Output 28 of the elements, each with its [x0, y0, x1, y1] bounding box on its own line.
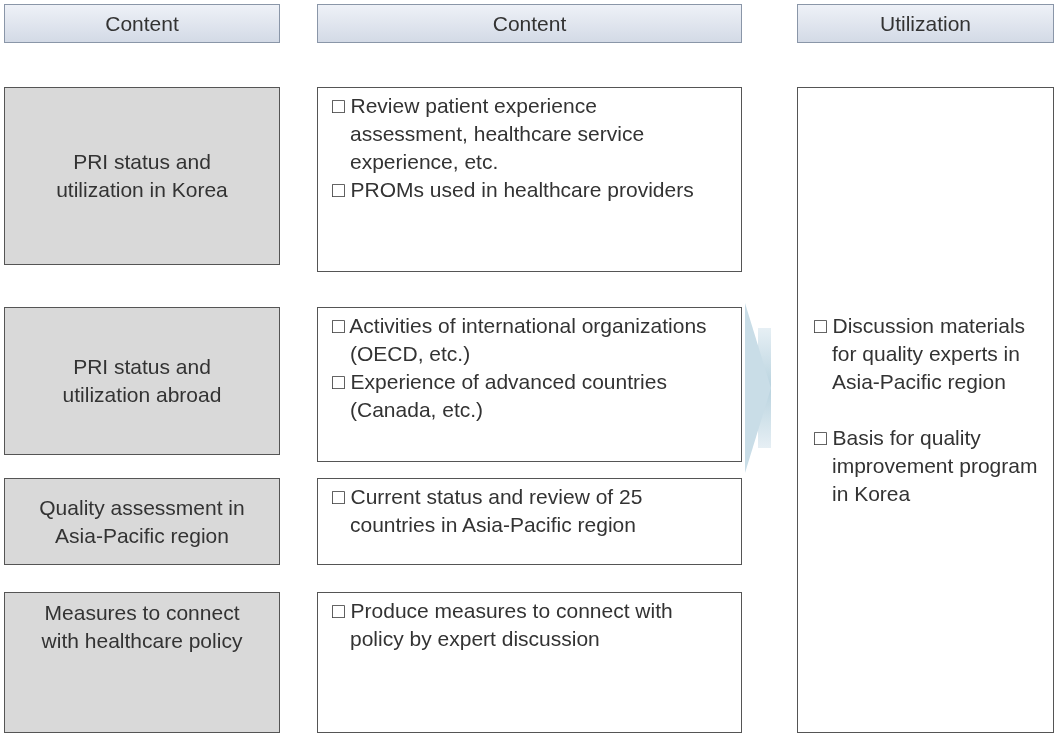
topic-box: [4, 307, 280, 455]
column-header: [4, 4, 280, 43]
topic-text: Measures to connect with healthcare policy: [40, 600, 244, 654]
topic-text: PRI status and utilization abroad: [61, 354, 223, 408]
content-box: [317, 478, 742, 565]
bullet-text: □ Basis for quality improvement program in Korea: [814, 425, 1039, 507]
bullet-text: □ Discussion materials for quality experts in Asia-Pacific region: [814, 313, 1027, 395]
block-arrow: [745, 303, 771, 473]
bullet-text: □ PROMs used in healthcare providers: [332, 177, 695, 203]
header-text: Content: [105, 10, 179, 37]
column-header: [317, 4, 742, 43]
bullet-text: □ Review patient experience assessment, healthcare service experience, etc.: [332, 93, 646, 175]
content-box: [317, 87, 742, 272]
header-text: Utilization: [879, 10, 971, 37]
topic-text: Quality assessment in Asia-Pacific region: [38, 494, 246, 549]
utilization-box: [797, 87, 1054, 733]
bullet-text: □ Produce measures to connect with policy by expert discussion: [332, 598, 674, 652]
topic-box: [4, 87, 280, 265]
column-header: [797, 4, 1054, 43]
bullet-text: □ Current status and review of 25 countries in Asia-Pacific region: [332, 484, 644, 538]
bullet-text: □ Activities of international organizations (OECD, etc.): [332, 313, 708, 367]
bullet-text: □ Experience of advanced countries (Canada, etc.): [332, 369, 668, 423]
header-text: Content: [492, 10, 567, 37]
content-box: [317, 307, 742, 462]
topic-box: [4, 478, 280, 565]
topic-box: [4, 592, 280, 733]
content-box: [317, 592, 742, 733]
topic-text: PRI status and utilization in Korea: [55, 149, 229, 203]
